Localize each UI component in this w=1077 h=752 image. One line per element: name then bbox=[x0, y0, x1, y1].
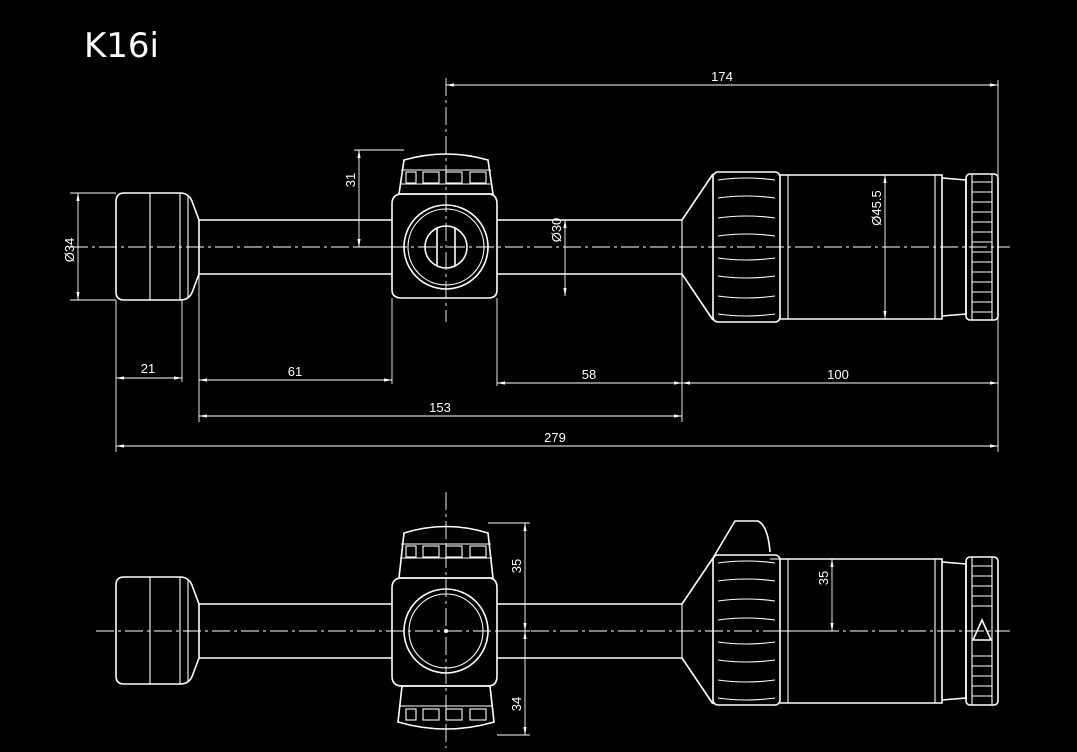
top-view: 174 21 61 58 100 153 279 31 Ø34 Ø30 Ø45.… bbox=[62, 69, 1010, 452]
magnification-ring bbox=[712, 171, 781, 323]
dim-35-turret: 35 bbox=[509, 559, 524, 573]
windage-turret bbox=[403, 588, 489, 674]
eyepiece-side bbox=[780, 558, 943, 704]
side-view: 35 34 35 bbox=[96, 492, 1010, 748]
dim-153: 153 bbox=[429, 400, 451, 415]
elevation-turret-side bbox=[398, 525, 494, 579]
dim-58: 58 bbox=[582, 367, 596, 382]
dim-21: 21 bbox=[141, 361, 155, 376]
diopter-ring-side bbox=[965, 556, 999, 706]
objective-bell bbox=[115, 192, 200, 301]
dim-35-eyepiece: 35 bbox=[816, 571, 831, 585]
elevation-turret bbox=[398, 153, 494, 195]
dim-dia-30: Ø30 bbox=[549, 218, 564, 243]
bottom-turret bbox=[397, 685, 495, 730]
magnification-ring-side bbox=[712, 554, 781, 706]
dim-100: 100 bbox=[827, 367, 849, 382]
objective-bell-side bbox=[115, 576, 200, 685]
diopter-index-triangle bbox=[971, 618, 993, 641]
dim-174: 174 bbox=[711, 69, 733, 84]
dim-dia-34: Ø34 bbox=[62, 238, 77, 263]
throw-lever bbox=[712, 520, 771, 559]
diagram-title: K16i bbox=[84, 26, 160, 66]
dim-dia-45-5: Ø45.5 bbox=[869, 190, 884, 225]
dim-279: 279 bbox=[544, 430, 566, 445]
eyepiece bbox=[780, 174, 943, 320]
dim-31: 31 bbox=[343, 173, 358, 187]
dim-34-bottom: 34 bbox=[509, 697, 524, 711]
dim-61: 61 bbox=[288, 364, 302, 379]
